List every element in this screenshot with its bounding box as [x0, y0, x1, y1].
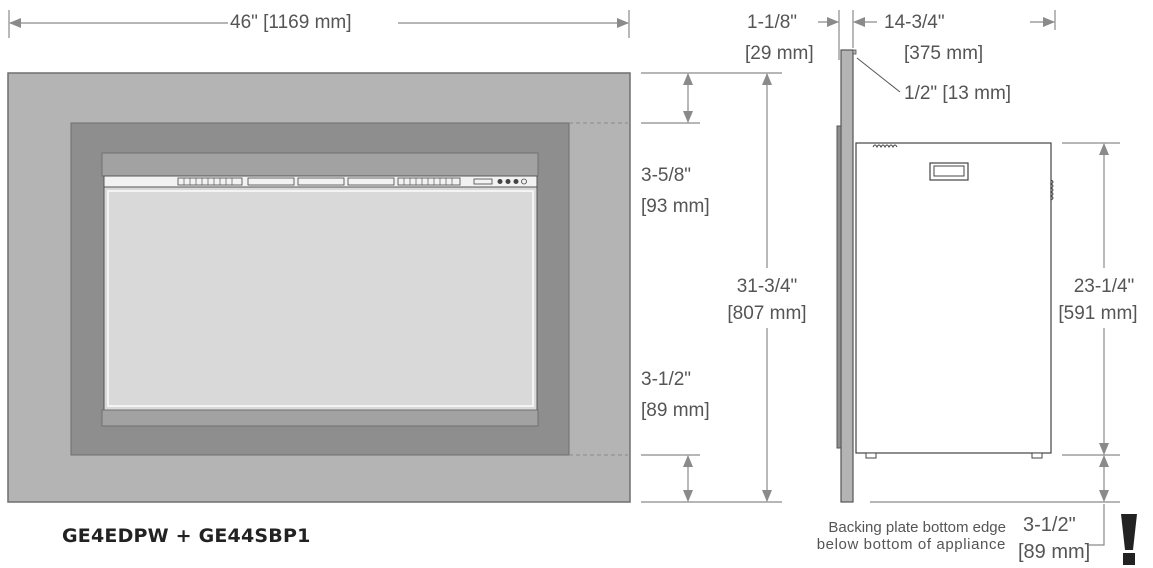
- plate-drop-label-in: 3-1/2": [1023, 514, 1076, 536]
- lip-label: 1/2" [13 mm]: [904, 83, 1012, 104]
- backing-plate: [840, 49, 854, 503]
- front-view: [7, 10, 782, 503]
- plate-thickness-label-mm: [29 mm]: [745, 43, 814, 64]
- height-label-in: 31-3/4": [736, 276, 798, 297]
- appliance-body: [855, 142, 1052, 454]
- model-label: GE4EDPW + GE44SBP1: [62, 525, 311, 547]
- bottom-gap-label-mm: [89 mm]: [641, 400, 710, 421]
- height-label-mm: [807 mm]: [727, 303, 807, 324]
- side-view: [818, 10, 1137, 565]
- body-height-label-in: 23-1/4": [1073, 276, 1135, 297]
- bottom-gap-label-in: 3-1/2": [641, 369, 692, 390]
- depth-label-mm: [375 mm]: [904, 43, 984, 64]
- top-gap-label-mm: [93 mm]: [641, 196, 710, 217]
- width-label: 46" [1169 mm]: [230, 12, 352, 33]
- depth-label-in: 14-3/4": [884, 12, 945, 33]
- plate-thickness-label-in: 1-1/8": [747, 12, 798, 33]
- plate-drop-label-mm: [89 mm]: [1018, 541, 1091, 563]
- plate-note-line2: below bottom of appliance: [816, 536, 1006, 553]
- top-gap-label-in: 3-5/8": [641, 165, 692, 186]
- body-height-label-mm: [591 mm]: [1058, 303, 1138, 324]
- vent-slots: [177, 177, 461, 186]
- plate-note-line1: Backing plate bottom edge: [828, 519, 1006, 536]
- exclamation-icon: [1121, 514, 1137, 565]
- control-knob-icon: [497, 179, 503, 184]
- glass-panel: [103, 186, 538, 411]
